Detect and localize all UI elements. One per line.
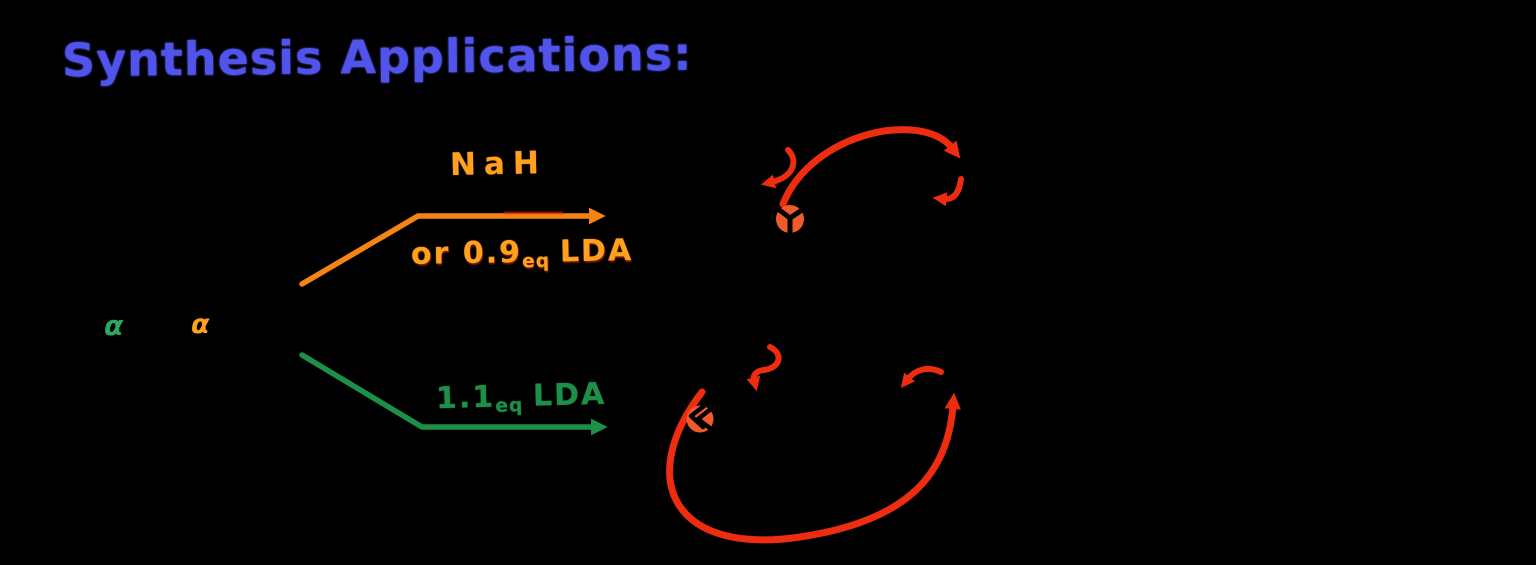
mechanism-arrow-small-right-top — [932, 176, 964, 207]
reaction-arrow-bottom — [299, 352, 608, 436]
mechanism-arrow-large-top — [779, 126, 961, 208]
mechanism-arrow-large-bottom — [666, 388, 961, 544]
mechanism-arrow-small-right-bottom — [900, 365, 944, 388]
mechanism-arrow-small-left-top — [760, 147, 797, 189]
reaction-arrow-top — [299, 207, 606, 287]
atom-highlight-dot-top — [775, 205, 805, 236]
alpha-label-right: α — [191, 309, 210, 340]
mechanism-arrow-squiggle-bottom — [746, 344, 782, 392]
atom-highlight-dot-bottom — [686, 403, 714, 433]
alpha-label-left: α — [104, 309, 124, 342]
